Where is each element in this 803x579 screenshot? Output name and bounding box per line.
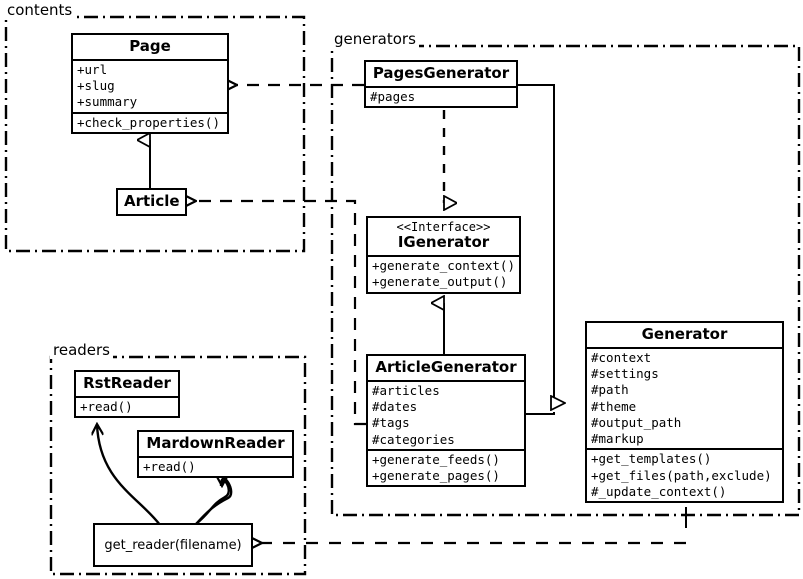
class-article-generator-title: ArticleGenerator xyxy=(375,358,517,376)
class-pages-generator-title: PagesGenerator xyxy=(372,64,510,82)
rel-get-reader-returns-mardownreader xyxy=(195,477,233,525)
attribute-row: #theme xyxy=(591,398,637,414)
class-igenerator[interactable]: <<Interface>> IGenerator +generate_conte… xyxy=(366,216,521,294)
class-generator-title: Generator xyxy=(641,325,728,343)
class-article-generator[interactable]: ArticleGenerator #articles #dates #tags … xyxy=(366,354,526,488)
method-row: +get_templates() xyxy=(591,451,712,467)
class-generator-methods: +get_templates() +get_files(path,exclude… xyxy=(587,448,782,501)
class-pages-generator-attributes: #pages xyxy=(366,85,516,106)
attribute-row: #pages xyxy=(370,88,416,104)
class-article[interactable]: Article xyxy=(116,188,187,216)
readers-package-label: readers xyxy=(50,341,113,359)
attribute-row: #path xyxy=(591,382,629,398)
method-row: +get_files(path,exclude) xyxy=(591,467,772,483)
method-row: #_update_context() xyxy=(591,483,727,499)
class-rst-reader-methods: +read() xyxy=(76,395,178,416)
class-igenerator-methods: +generate_context() +generate_output() xyxy=(368,255,519,292)
attribute-row: +url xyxy=(77,61,108,77)
method-row: +read() xyxy=(80,398,133,414)
method-row: +generate_context() xyxy=(372,258,515,274)
method-row: +generate_output() xyxy=(372,274,508,290)
class-generator[interactable]: Generator #context #settings #path #them… xyxy=(585,321,784,504)
rel-articlegenerator-inherits-generator xyxy=(526,403,565,415)
class-mardown-reader-methods: +read() xyxy=(139,455,292,476)
rel-articlegenerator-uses-article xyxy=(196,201,366,426)
attribute-row: #dates xyxy=(372,399,418,415)
attribute-row: #context xyxy=(591,349,652,365)
class-page-title: Page xyxy=(129,37,171,55)
class-page-attributes: +url +slug +summary xyxy=(73,58,227,112)
method-row: +generate_feeds() xyxy=(372,451,500,467)
attribute-row: #tags xyxy=(372,415,410,431)
contents-package-label: contents xyxy=(4,1,76,19)
class-igenerator-stereotype: <<Interface>> xyxy=(396,220,491,234)
method-row: +read() xyxy=(143,458,196,474)
class-article-generator-methods: +generate_feeds() +generate_pages() xyxy=(368,448,524,486)
class-mardown-reader-title: MardownReader xyxy=(146,434,285,452)
attribute-row: +summary xyxy=(77,94,138,110)
class-rst-reader-title: RstReader xyxy=(83,374,171,392)
class-article-title: Article xyxy=(124,192,180,210)
generators-package-label: generators xyxy=(331,30,419,48)
method-row: +check_properties() xyxy=(77,114,220,130)
attribute-row: #articles xyxy=(372,382,440,398)
function-get-reader[interactable]: get_reader(filename) xyxy=(93,523,253,567)
class-article-generator-attributes: #articles #dates #tags #categories xyxy=(368,379,524,449)
class-page-methods: +check_properties() xyxy=(73,111,227,132)
class-igenerator-title-block: <<Interface>> IGenerator xyxy=(368,218,519,255)
attribute-row: #settings xyxy=(591,366,659,382)
class-mardown-reader[interactable]: MardownReader +read() xyxy=(137,430,294,479)
class-generator-attributes: #context #settings #path #theme #output_… xyxy=(587,346,782,449)
class-rst-reader[interactable]: RstReader +read() xyxy=(74,370,180,419)
class-pages-generator[interactable]: PagesGenerator #pages xyxy=(364,60,518,109)
rel-get-reader-returns-mardownreader-stroke xyxy=(195,481,230,525)
attribute-row: #markup xyxy=(591,431,644,447)
class-igenerator-title: IGenerator xyxy=(397,233,490,252)
function-get-reader-label: get_reader(filename) xyxy=(104,537,242,553)
class-page[interactable]: Page +url +slug +summary +check_properti… xyxy=(71,33,229,134)
attribute-row: #output_path xyxy=(591,414,682,430)
method-row: +generate_pages() xyxy=(372,468,500,484)
attribute-row: +slug xyxy=(77,78,115,94)
attribute-row: #categories xyxy=(372,431,455,447)
